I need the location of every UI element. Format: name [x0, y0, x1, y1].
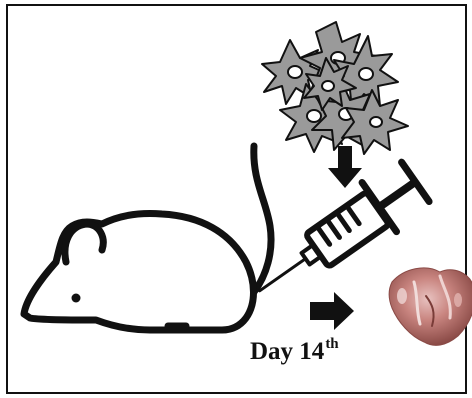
mouse-icon [24, 146, 271, 330]
day-14-label: Day 14th [250, 337, 339, 367]
day-label-suffix: th [325, 336, 338, 352]
arrow-right-icon [310, 292, 354, 330]
arrow-down-icon [328, 146, 362, 188]
day-label-text: Day 14 [250, 338, 324, 365]
cell-cluster-icon [262, 22, 408, 154]
heart-tissue-image [389, 268, 472, 345]
mouse-eye [72, 294, 81, 303]
